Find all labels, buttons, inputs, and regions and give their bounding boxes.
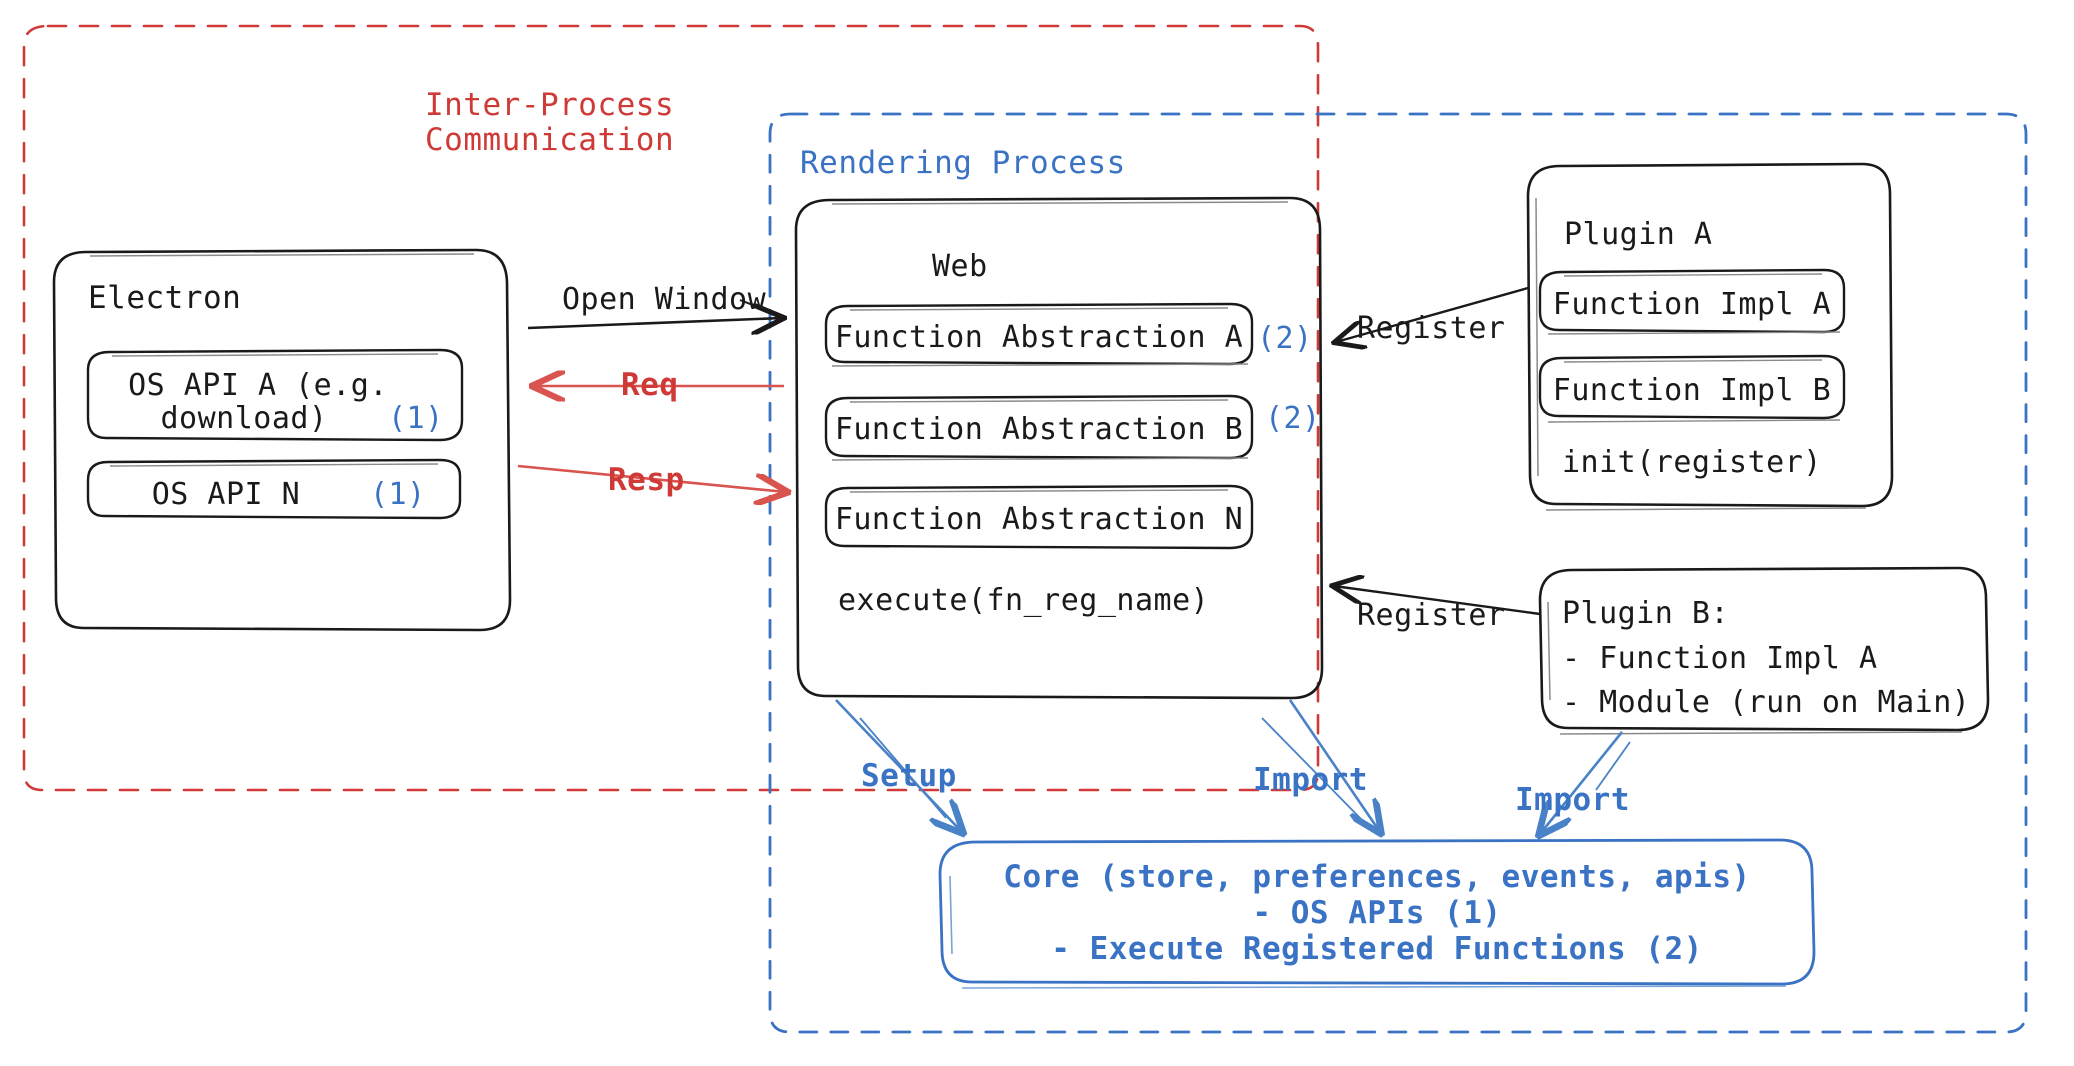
function-abstraction-b-box: [824, 394, 1254, 461]
function-abstraction-b-tag: (2): [1265, 401, 1321, 436]
edge-setup-label: Setup: [861, 758, 957, 794]
edge-open-window: [527, 299, 786, 328]
plugin-a-footer-init: init(register): [1562, 445, 1822, 480]
ipc-region-label-line1: Inter-Process: [425, 87, 675, 123]
rendering-region-label: Rendering Process: [800, 145, 1126, 181]
function-abstraction-a-tag: (2): [1257, 321, 1313, 356]
plugin-a-box: [1526, 162, 1894, 511]
edge-register-a-label: Register: [1357, 311, 1506, 346]
function-impl-a-box: [1538, 268, 1846, 335]
core-line1: Core (store, preferences, events, apis): [1003, 859, 1751, 895]
edge-register-b-label: Register: [1357, 598, 1506, 633]
function-impl-b-label: Function Impl B: [1552, 373, 1832, 408]
function-abstraction-b-label: Function Abstraction B: [834, 412, 1244, 447]
core-line3: - Execute Registered Functions (2): [1051, 931, 1703, 967]
plugin-b-item-0: - Function Impl A: [1562, 641, 1878, 676]
os-api-a-box: [86, 348, 464, 442]
plugin-b-title: Plugin B:: [1562, 596, 1730, 631]
function-abstraction-a-label: Function Abstraction A: [834, 320, 1244, 355]
electron-box: [52, 248, 512, 632]
web-footer-execute: execute(fn_reg_name): [838, 583, 1210, 618]
plugin-b-box: [1538, 566, 1990, 735]
edge-import-plugin: [1540, 731, 1631, 834]
edge-import-plugin-label: Import: [1515, 782, 1630, 818]
ipc-region-label-line2: Communication: [425, 122, 675, 158]
web-box: [794, 196, 1324, 700]
edge-resp-label: Resp: [608, 462, 685, 498]
function-impl-b-box: [1538, 354, 1846, 423]
os-api-a-label-line1: OS API A (e.g.: [128, 368, 388, 403]
function-impl-a-label: Function Impl A: [1552, 287, 1832, 322]
function-abstraction-n-box: [824, 484, 1254, 550]
plugin-b-item-1: - Module (run on Main): [1562, 685, 1971, 720]
core-line2: - OS APIs (1): [1252, 895, 1502, 931]
edge-import-web-label: Import: [1253, 762, 1368, 798]
plugin-a-title: Plugin A: [1564, 217, 1713, 252]
os-api-a-label-line2: download): [160, 401, 328, 436]
edge-register-b: [1334, 586, 1541, 616]
edge-register-a: [1336, 286, 1529, 342]
os-api-a-tag: (1): [388, 401, 444, 436]
web-title: Web: [932, 249, 988, 284]
electron-title: Electron: [88, 280, 242, 316]
os-api-n-tag: (1): [370, 477, 426, 512]
core-box: [938, 838, 1816, 989]
edge-open-window-label: Open Window: [562, 282, 767, 317]
function-abstraction-n-label: Function Abstraction N: [834, 502, 1244, 537]
edge-resp: [517, 464, 786, 492]
edge-import-web: [1261, 699, 1380, 832]
os-api-n-label: OS API N: [151, 477, 301, 512]
edge-req-label: Req: [621, 367, 679, 403]
edge-setup: [835, 699, 962, 832]
function-abstraction-a-box: [824, 302, 1254, 367]
rendering-region-border: [768, 112, 2028, 1034]
os-api-n-box: [86, 458, 462, 520]
